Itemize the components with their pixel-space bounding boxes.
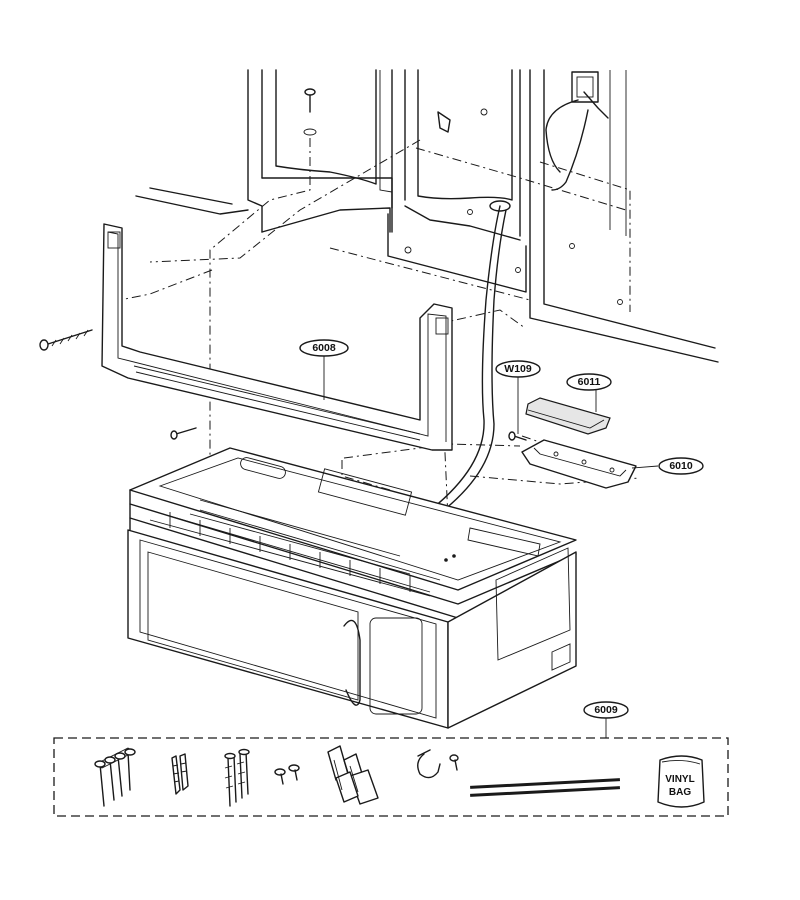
- wall-screw: [39, 329, 93, 351]
- callout-6009-label: 6009: [594, 704, 618, 716]
- vinyl-bag-label-line2: BAG: [669, 787, 691, 798]
- cable-clamp-icon: [417, 749, 459, 779]
- mounting-plate-6008: [101, 223, 453, 451]
- leader-lines: [323, 356, 659, 738]
- callout-6010-label: 6010: [669, 460, 693, 472]
- wall-anchor-icon: [171, 753, 189, 795]
- wall-cabinets: [135, 69, 719, 363]
- microwave-oven: [127, 447, 577, 729]
- vinyl-bag-label-line1: VINYL: [665, 774, 694, 785]
- bracket-6010: [521, 439, 637, 489]
- callout-6011-label: 6011: [578, 376, 601, 388]
- callout-w109: W109: [495, 360, 541, 378]
- callout-6010: 6010: [658, 457, 704, 475]
- vinyl-bag-icon: VINYL BAG: [657, 755, 705, 808]
- small-screw-icon: [274, 764, 300, 785]
- cover-6011: [525, 397, 611, 435]
- plastic-strip-icon: [470, 778, 621, 797]
- toggle-bolt-icon: [94, 747, 136, 807]
- parts-kit-6009: VINYL BAG: [53, 737, 729, 817]
- callout-6011: 6011: [566, 373, 612, 391]
- callout-w109-label: W109: [504, 363, 532, 375]
- power-cord: [419, 200, 511, 523]
- mounting-clip-icon: [327, 745, 379, 805]
- frame-screw: [170, 427, 197, 440]
- screw-w109: [508, 431, 527, 441]
- long-screw-icon: [224, 748, 250, 807]
- callout-6008-label: 6008: [312, 342, 336, 354]
- callout-6009: 6009: [583, 701, 629, 719]
- callout-6008: 6008: [299, 339, 349, 357]
